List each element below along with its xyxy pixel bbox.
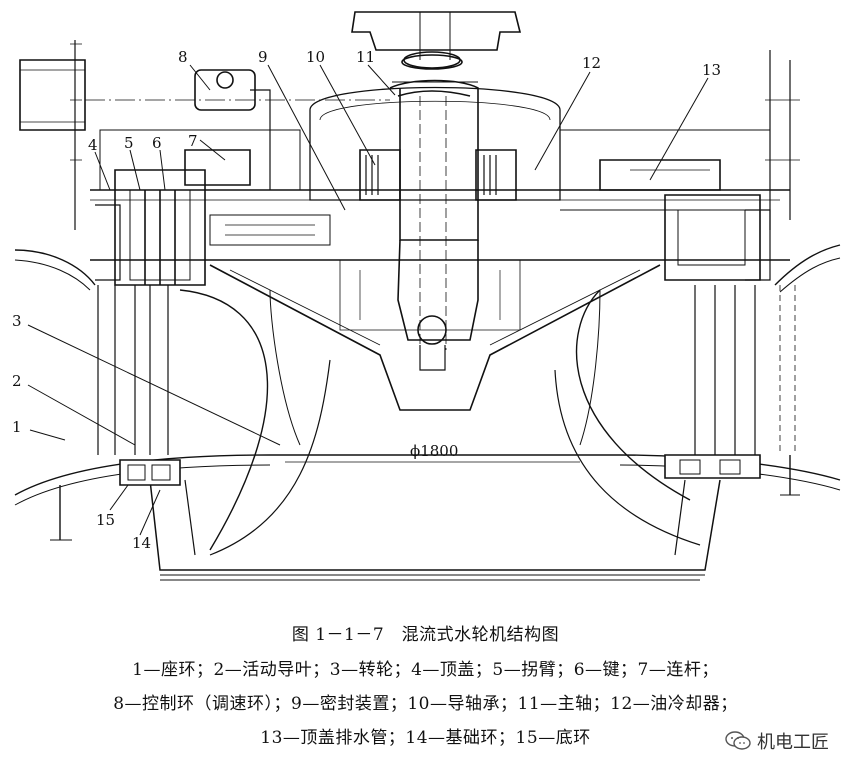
callout-2: 2 [12, 372, 22, 390]
callout-10: 10 [306, 48, 325, 66]
wechat-icon [725, 731, 751, 750]
callout-15: 15 [96, 511, 115, 529]
stay-ring-left [95, 169, 206, 286]
dimension-label: ϕ1800 [410, 442, 458, 460]
callout-4: 4 [88, 136, 98, 154]
legend-line-2: 8—控制环（调速环）；9—密封装置；10—导轴承；11—主轴；12—油冷却器； [113, 694, 738, 714]
callout-8: 8 [178, 48, 188, 66]
watermark: 机电工匠 [725, 728, 829, 754]
callout-6: 6 [152, 134, 162, 152]
callout-11: 11 [356, 48, 375, 66]
callout-12: 12 [582, 54, 601, 72]
intake-shroud [14, 244, 841, 293]
legend-line-1: 1—座环；2—活动导叶；3—转轮；4—顶盖；5—拐臂；6—键；7—连杆； [132, 660, 719, 680]
callout-14: 14 [132, 534, 151, 552]
callout-3: 3 [12, 312, 22, 330]
oil-cooler [309, 86, 561, 201]
callout-5: 5 [124, 134, 134, 152]
callout-numbers: 1 2 3 4 5 6 7 8 9 10 11 12 13 14 15 ϕ180… [12, 48, 721, 552]
figure-title: 图 1－1－7 混流式水轮机结构图 [291, 625, 560, 645]
callout-1: 1 [12, 418, 22, 436]
callout-leaders [27, 64, 709, 536]
guide-vanes [97, 285, 796, 556]
guide-bearing [359, 149, 517, 201]
main-shaft [351, 11, 522, 350]
watermark-text: 机电工匠 [757, 732, 829, 753]
callout-9: 9 [258, 48, 268, 66]
bottom-ring [119, 454, 761, 486]
runner [209, 259, 661, 411]
stay-ring-right [664, 194, 771, 281]
draft-tube [14, 454, 841, 581]
legend-line-3: 13—顶盖排水管；14—基础环；15—底环 [260, 728, 591, 748]
turbine-cross-section-diagram: 1 2 3 4 5 6 7 8 9 10 11 12 13 14 15 ϕ180… [12, 11, 841, 581]
callout-7: 7 [188, 132, 198, 150]
control-ring [184, 69, 721, 191]
head-cover [19, 40, 800, 261]
callout-13: 13 [702, 61, 721, 79]
